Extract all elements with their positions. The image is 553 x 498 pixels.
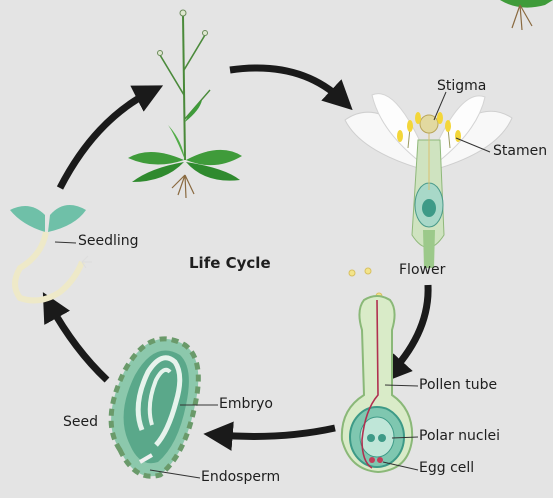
ovule <box>342 296 418 472</box>
endosperm-label: Endosperm <box>201 469 280 485</box>
stigma-label: Stigma <box>437 78 486 94</box>
pollen-grains <box>349 268 382 299</box>
stamen-label: Stamen <box>493 143 547 159</box>
arrow-seedling-to-plant <box>60 92 150 188</box>
seed-label: Seed <box>63 414 98 430</box>
arrow-plant-to-flower <box>230 68 342 100</box>
seedling-label: Seedling <box>78 233 139 249</box>
life-cycle-title: Life Cycle <box>189 254 271 272</box>
polar-nuclei-label: Polar nuclei <box>419 428 500 444</box>
seedling <box>10 205 92 300</box>
egg-cell-label: Egg cell <box>419 460 474 476</box>
seed <box>111 339 218 478</box>
arrow-flower-to-ovule <box>392 285 428 372</box>
arrow-ovule-to-seed <box>218 428 335 436</box>
embryo-label: Embryo <box>219 396 273 412</box>
corner-plant <box>500 0 553 30</box>
flower-label: Flower <box>399 262 445 278</box>
pollen-tube-label: Pollen tube <box>419 377 497 393</box>
flower <box>345 92 512 268</box>
arrow-seed-to-seedling <box>50 305 107 380</box>
mature-plant <box>128 10 242 198</box>
